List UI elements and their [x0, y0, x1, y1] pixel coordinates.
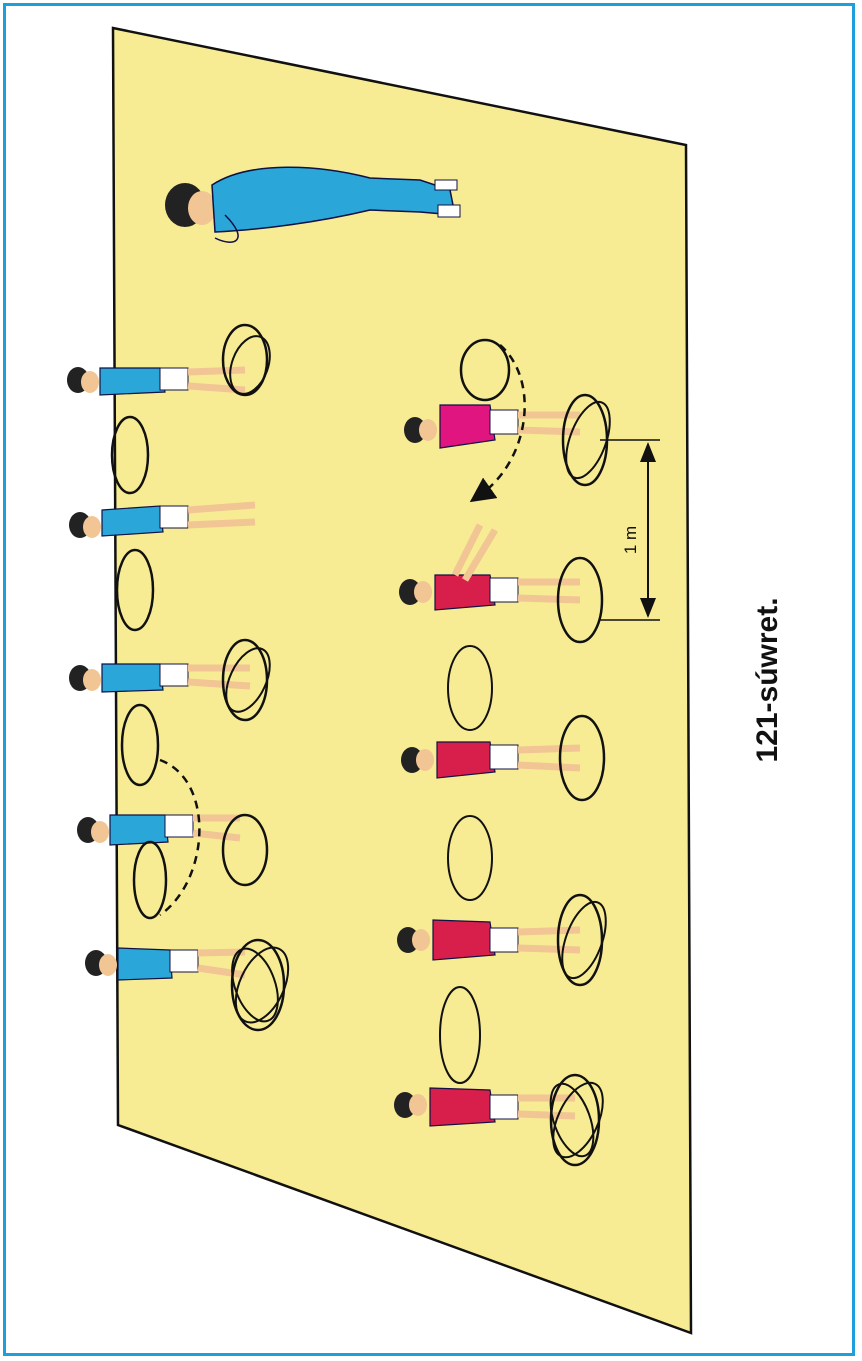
hoop-ring-icon — [447, 815, 493, 901]
child-figure — [69, 501, 256, 632]
figure-caption: 121-súwret. — [751, 597, 784, 763]
child-figure — [85, 840, 290, 1032]
hoop-ring-icon — [115, 548, 155, 632]
dimension-label: 1 m — [621, 526, 640, 554]
hoop-ring-icon — [230, 938, 286, 1032]
floor-area — [111, 26, 693, 1335]
child-figure — [397, 815, 607, 987]
right-row-children — [394, 338, 611, 1167]
child-figure — [394, 986, 604, 1167]
dashed-arc-arrow — [469, 344, 526, 503]
hoop-ring-icon — [120, 703, 160, 787]
child-figure — [69, 638, 271, 787]
dimension-marker: 1 m — [600, 439, 660, 621]
dashed-arc-arrow — [159, 758, 201, 917]
hoop-ring-icon — [558, 714, 606, 802]
child-figure — [404, 338, 611, 503]
hoop-ring-icon — [110, 415, 150, 495]
child-figure — [77, 758, 269, 917]
child-figure — [399, 523, 604, 644]
hoop-ring-icon — [439, 986, 481, 1084]
child-figure — [67, 323, 271, 495]
teacher-figure — [165, 166, 461, 243]
hoop-ring-icon — [447, 645, 493, 731]
left-row-children — [67, 323, 290, 1032]
hoop-ring-icon — [221, 813, 269, 887]
hoop-ring-icon — [221, 323, 269, 397]
hoop-ring-icon — [132, 840, 168, 920]
hoop-ring-icon — [556, 556, 604, 644]
hoop-ring-icon — [459, 338, 511, 402]
child-figure — [401, 645, 606, 802]
